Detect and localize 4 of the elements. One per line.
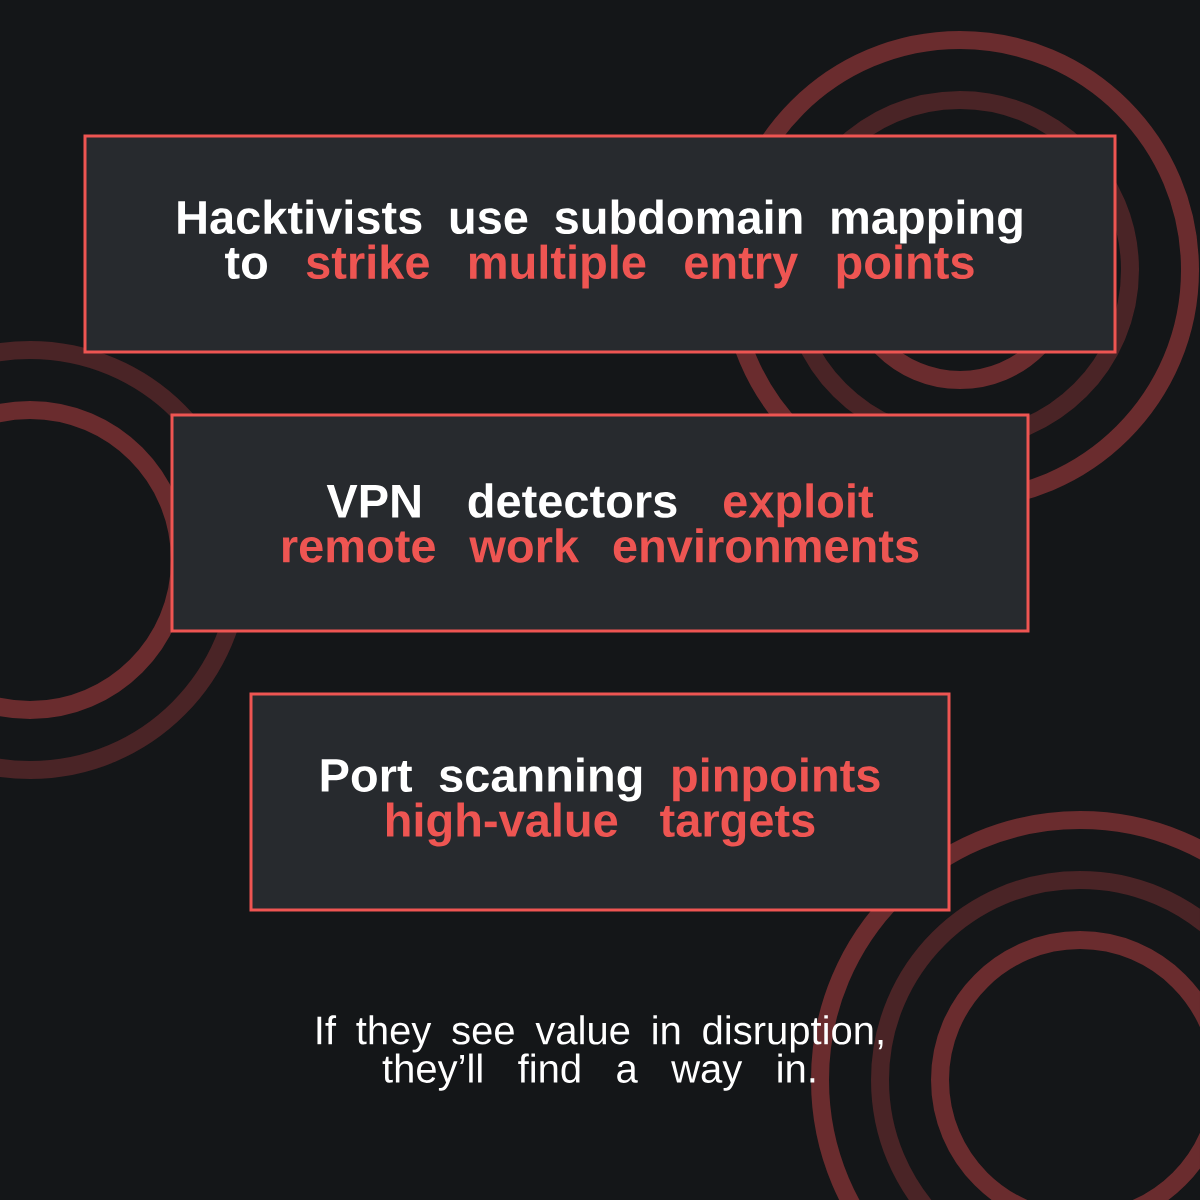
text-box: VPN detectors exploit remote work environments <box>170 413 1030 633</box>
text-box: Hacktivists use subdomain mapping to strike multiple entry points <box>83 134 1117 354</box>
closing-note: If they see value in disruption, they’ll find a way in. <box>317 1015 883 1091</box>
text-box: Port scanning pinpoints high-value targets <box>249 692 951 912</box>
